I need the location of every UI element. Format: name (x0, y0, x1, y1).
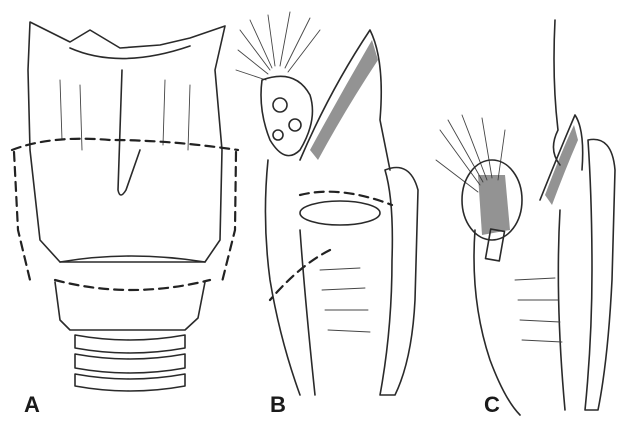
panel-a-dashed-cut-right (222, 152, 236, 282)
panel-a-dashed-cut-left (14, 152, 30, 280)
panel-a-trachea-ring-2 (75, 354, 185, 373)
panel-b-tumor-mass (261, 76, 312, 155)
panel-a-dashed-cut-lower (55, 280, 210, 290)
panel-a-trachea-ring-3 (75, 374, 185, 391)
panel-a-cricoid-upper (60, 256, 205, 262)
panel-c-drawing (436, 20, 615, 415)
panel-b-ventricle (300, 201, 380, 225)
panel-b-airway-mid (300, 230, 315, 395)
panel-c-airway-mid (558, 210, 565, 410)
panel-b-texture (320, 268, 370, 332)
panel-c-arytenoid (585, 139, 615, 410)
panel-a-trachea-ring-1 (75, 335, 185, 353)
panel-b-dashed-cut-lower (270, 250, 330, 300)
panel-b-tumor-nodule-2 (289, 119, 301, 131)
panel-c-lesion-shading (478, 175, 510, 235)
panel-a-median-line (118, 70, 140, 195)
panel-label-c: C (484, 394, 500, 416)
panel-c-airway-left (474, 230, 520, 415)
panel-label-b: B (270, 394, 286, 416)
panel-b-tumor-nodule-3 (273, 130, 283, 140)
panel-label-a: A (24, 394, 40, 416)
panel-b-arytenoid (380, 168, 418, 396)
panel-c-texture (515, 278, 562, 342)
panel-b-shaded-band (310, 40, 378, 160)
panel-c-epiglottis-shading (545, 125, 578, 205)
panel-c-suture-thread (553, 20, 560, 165)
panel-b-tumor-nodule-1 (273, 98, 287, 112)
panel-a-dashed-cut-upper (12, 139, 238, 150)
panel-b-airway-left (265, 160, 300, 395)
panel-b-drawing (236, 12, 418, 395)
panel-b-dashed-cut (300, 192, 392, 205)
panel-b-strands (236, 12, 320, 80)
panel-a-drawing (12, 22, 238, 391)
